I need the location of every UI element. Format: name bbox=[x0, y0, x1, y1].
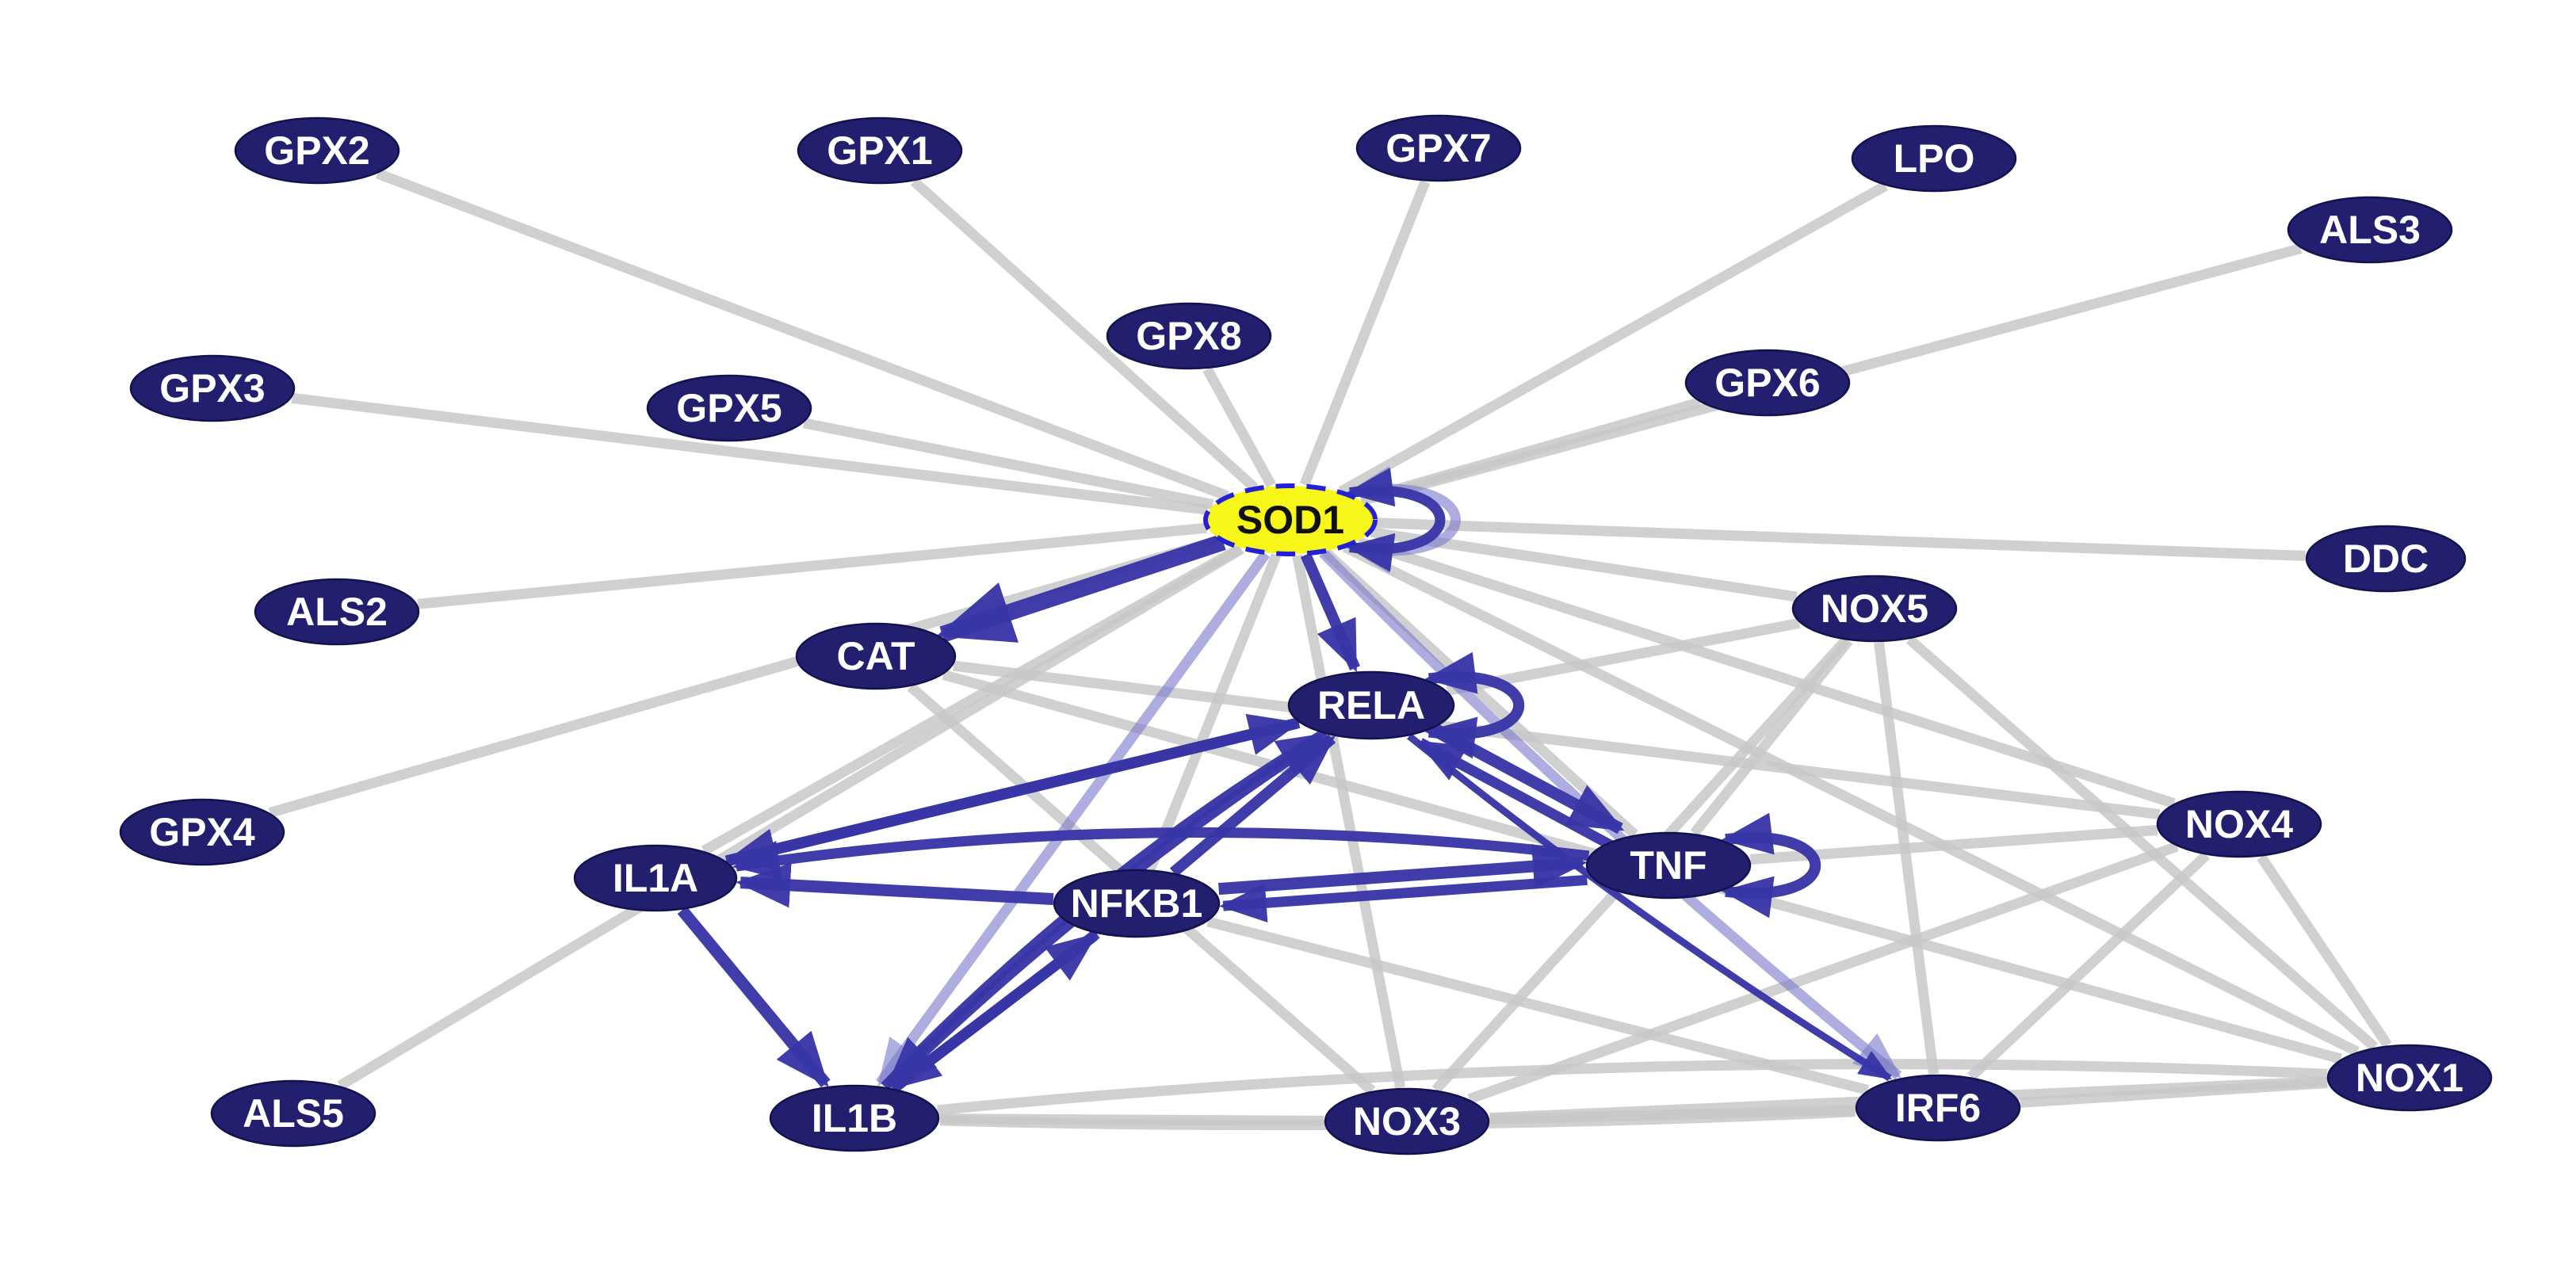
edge-TNF-IL1A bbox=[732, 827, 1590, 880]
edge-NOX5-NOX1 bbox=[1905, 635, 2379, 1052]
node-NOX3[interactable] bbox=[1324, 1087, 1490, 1155]
node-ellipse[interactable] bbox=[1585, 831, 1752, 899]
node-GPX5[interactable] bbox=[646, 374, 812, 442]
node-IL1B[interactable] bbox=[769, 1084, 940, 1152]
node-ellipse[interactable] bbox=[1053, 869, 1221, 938]
layer-nodes bbox=[119, 114, 2493, 1155]
node-ellipse[interactable] bbox=[2305, 525, 2467, 593]
edge-SOD1-GPX7 bbox=[1299, 179, 1431, 487]
node-IRF6[interactable] bbox=[1855, 1074, 2021, 1142]
edge-SOD1-LPO bbox=[1338, 181, 1888, 496]
node-ellipse[interactable] bbox=[1355, 114, 1522, 182]
edge-SOD1-GPX8 bbox=[1202, 366, 1276, 488]
edge-NOX4-NOX1 bbox=[2257, 854, 2392, 1048]
edge-TNF-NFKB1 bbox=[1219, 874, 1588, 922]
node-ellipse[interactable] bbox=[119, 798, 285, 866]
edge-SOD1-RELA bbox=[1300, 552, 1361, 673]
node-ellipse[interactable] bbox=[797, 116, 963, 185]
edge-NOX4-NOX3 bbox=[1467, 841, 2179, 1105]
node-GPX4[interactable] bbox=[119, 798, 285, 866]
node-ellipse[interactable] bbox=[1287, 670, 1455, 740]
edge-SOD1-GPX1 bbox=[910, 177, 1259, 492]
node-ellipse[interactable] bbox=[210, 1079, 376, 1148]
edge-SOD1-NFKB1 bbox=[1145, 552, 1282, 872]
node-ALS3[interactable] bbox=[2287, 196, 2453, 264]
node-ellipse[interactable] bbox=[1855, 1074, 2021, 1142]
edge-CAT-NOX4 bbox=[953, 660, 2161, 820]
node-NOX4[interactable] bbox=[2156, 790, 2322, 858]
node-GPX3[interactable] bbox=[129, 354, 296, 422]
node-GPX2[interactable] bbox=[234, 116, 400, 185]
node-ALS5[interactable] bbox=[210, 1079, 376, 1148]
node-IL1A[interactable] bbox=[573, 844, 738, 912]
edge-NFKB1-IL1A bbox=[736, 862, 1054, 908]
edge-NFKB1-IL1B bbox=[892, 930, 1100, 1090]
edge-RELA-IL1A bbox=[724, 717, 1301, 870]
node-DDC[interactable] bbox=[2305, 525, 2467, 593]
node-GPX7[interactable] bbox=[1355, 114, 1522, 182]
node-NOX1[interactable] bbox=[2326, 1044, 2493, 1112]
node-ellipse[interactable] bbox=[254, 578, 420, 646]
node-TNF[interactable] bbox=[1585, 831, 1752, 899]
node-ellipse[interactable] bbox=[1791, 575, 1958, 643]
edge-SOD1-ALS2 bbox=[417, 522, 1207, 609]
node-CAT[interactable] bbox=[795, 622, 957, 690]
node-NFKB1[interactable] bbox=[1053, 869, 1221, 938]
node-SOD1[interactable] bbox=[1203, 483, 1378, 556]
edge-NOX4-IRF6 bbox=[1967, 851, 2210, 1081]
edge-SOD1-CAT bbox=[935, 533, 1226, 643]
self-loop-SOD1-SOD1 bbox=[1345, 468, 1446, 572]
node-ellipse[interactable] bbox=[2326, 1044, 2493, 1112]
node-GPX8[interactable] bbox=[1106, 302, 1272, 370]
node-ellipse-highlighted[interactable] bbox=[1203, 483, 1378, 556]
node-ellipse[interactable] bbox=[1106, 302, 1272, 370]
node-RELA[interactable] bbox=[1287, 670, 1455, 740]
edge-IRF6-NFKB1 bbox=[1206, 916, 1870, 1095]
self-loop-RELA-RELA bbox=[1424, 651, 1524, 759]
node-ellipse[interactable] bbox=[129, 354, 296, 422]
edge-SOD1-IL1A bbox=[701, 544, 1243, 856]
edge-RELA-IRF6 bbox=[1407, 733, 1893, 1082]
edge-SOD1-NOX1 bbox=[1343, 542, 2360, 1056]
node-ellipse[interactable] bbox=[573, 844, 738, 912]
node-ellipse[interactable] bbox=[234, 116, 400, 185]
edge-SOD1-GPX4 bbox=[268, 535, 1221, 818]
edge-SOD1-DDC bbox=[1376, 518, 2306, 561]
node-NOX5[interactable] bbox=[1791, 575, 1958, 643]
self-loop-TNF-TNF bbox=[1721, 812, 1821, 919]
node-GPX6[interactable] bbox=[1684, 349, 1851, 417]
node-ellipse[interactable] bbox=[646, 374, 812, 442]
edge-SOD1-IL1B bbox=[876, 551, 1271, 1087]
edge-NOX1-IL1B bbox=[937, 1059, 2327, 1116]
node-GPX1[interactable] bbox=[797, 116, 963, 185]
edge-SOD1-GPX3 bbox=[291, 392, 1209, 515]
edge-NOX5-IRF6 bbox=[1874, 642, 1939, 1075]
edge-SOD1-GPX2 bbox=[376, 168, 1229, 501]
node-ellipse[interactable] bbox=[2287, 196, 2453, 264]
node-ellipse[interactable] bbox=[1851, 124, 2017, 193]
layer-gray bbox=[268, 168, 2392, 1131]
edge-SOD1-NOX3 bbox=[1292, 554, 1406, 1089]
node-ellipse[interactable] bbox=[2156, 790, 2322, 858]
node-ellipse[interactable] bbox=[769, 1084, 940, 1152]
edge-NFKB1-TNF bbox=[1218, 843, 1588, 896]
node-ellipse[interactable] bbox=[1684, 349, 1851, 417]
node-ellipse[interactable] bbox=[795, 622, 957, 690]
edge-IL1A-IL1B bbox=[677, 906, 831, 1088]
node-ALS2[interactable] bbox=[254, 578, 420, 646]
node-LPO[interactable] bbox=[1851, 124, 2017, 193]
node-ellipse[interactable] bbox=[1324, 1087, 1490, 1155]
edge-SOD1-GPX5 bbox=[802, 418, 1214, 510]
